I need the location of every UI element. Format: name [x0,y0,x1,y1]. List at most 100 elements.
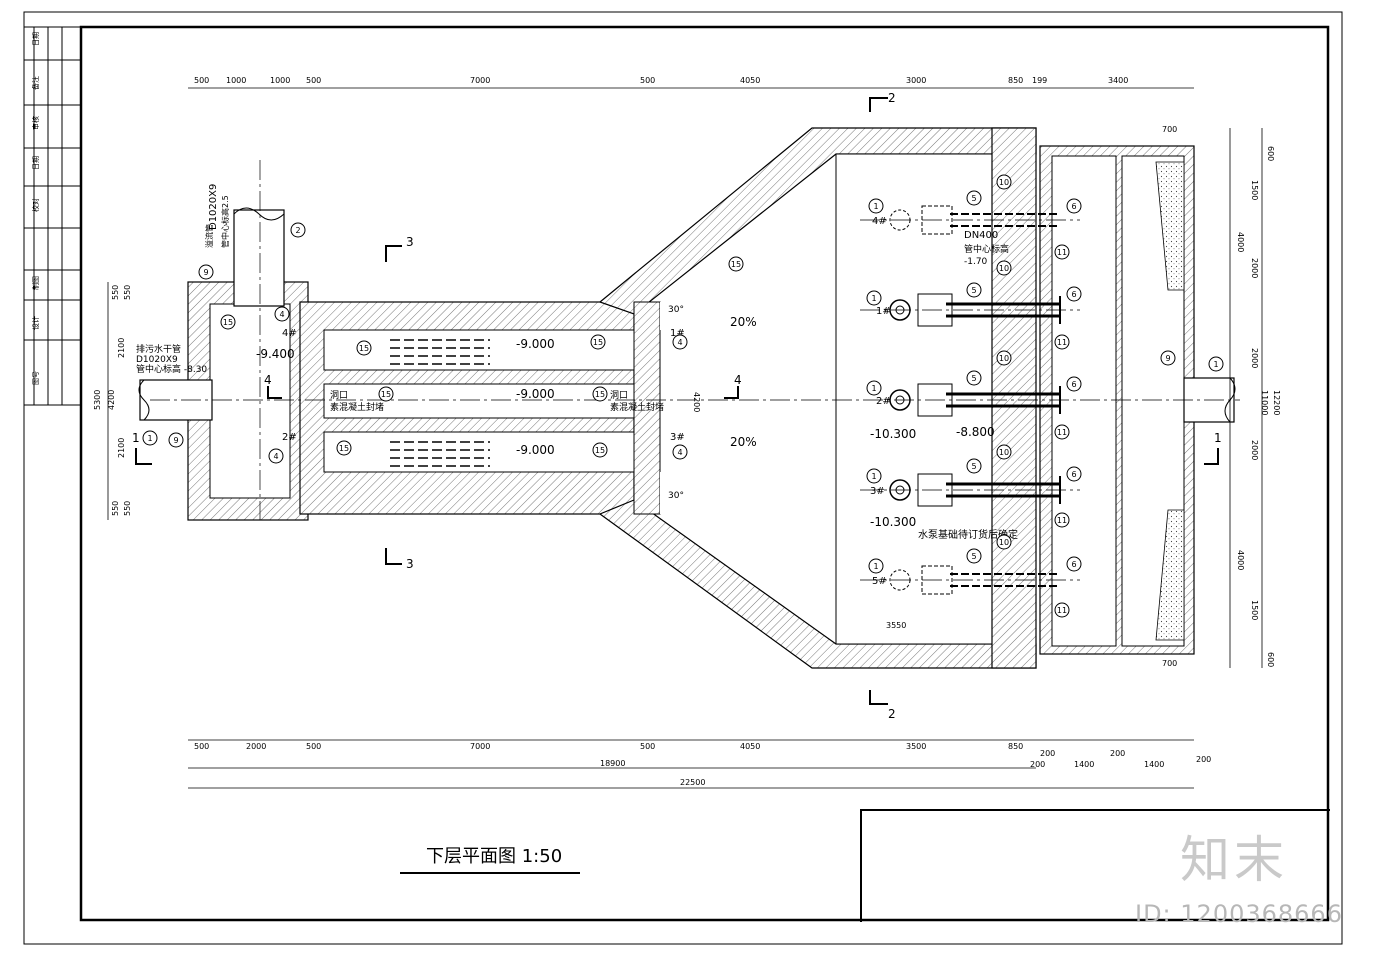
svg-text:11: 11 [1057,428,1067,437]
sidebar-text: 审核 [31,116,40,130]
dim-top: 7000 [470,76,490,85]
svg-text:10: 10 [999,354,1009,363]
dim-left: 2100 [117,438,126,458]
svg-text:15: 15 [223,318,233,327]
svg-text:4: 4 [677,448,682,457]
section-number: 2 [888,91,896,105]
svg-text:11: 11 [1057,248,1067,257]
svg-text:1: 1 [871,384,876,393]
callout-tag: 11 [1054,602,1070,618]
dim-left: 4200 [107,390,116,410]
screen-grates [390,339,490,467]
dim-right-bottom: 700 [1162,659,1177,668]
callout-tag: 5 [966,370,982,386]
callout-tag: 10 [996,260,1012,276]
callout-tag: 11 [1054,512,1070,528]
callout-tag: 9 [168,432,184,448]
gate-label: 1# [670,328,685,339]
callout-tag: 15 [378,386,394,402]
callout-tag: 1 [866,380,882,396]
slope-label: 20% [730,435,757,449]
callout-tag: 5 [966,190,982,206]
dim-bottom-small: 200 [1040,749,1055,758]
dim-bottom: 2000 [246,742,266,751]
gate-label: 2# [282,432,297,443]
dim-right: 600 [1266,652,1275,667]
elevation-label: -9.000 [516,387,555,401]
dim-left: 550 [123,285,132,300]
elevation-label: -8.800 [956,425,995,439]
callout-tag: 4 [268,448,284,464]
callout-tag: 15 [728,256,744,272]
svg-text:6: 6 [1071,560,1076,569]
section-number: 3 [406,235,414,249]
svg-text:5: 5 [971,194,976,203]
callout-tag: 1 [866,290,882,306]
sidebar-text: 日期 [32,156,40,170]
pump-label: 5# [872,576,887,587]
callout-tag: 6 [1066,466,1082,482]
dim-total-left: 18900 [600,759,625,768]
svg-text:11: 11 [1057,606,1067,615]
dim-bottom-small: 1400 [1144,760,1164,769]
callout-tag: 10 [996,174,1012,190]
svg-text:1: 1 [871,472,876,481]
dim-bottom: 500 [306,742,321,751]
callout-tag: 15 [590,334,606,350]
svg-text:1: 1 [1213,360,1218,369]
dim-bottom: 3500 [906,742,926,751]
svg-text:15: 15 [593,338,603,347]
dim-top: 3000 [906,76,926,85]
left-sidebar [24,26,81,406]
dim-top: 1000 [270,76,290,85]
svg-text:6: 6 [1071,290,1076,299]
callout-tag: 1 [866,468,882,484]
dim-right: 1500 [1250,180,1259,200]
callout-tag: 9 [1160,350,1176,366]
dim-top: 850 [1008,76,1023,85]
callout-tag: 9 [198,264,214,280]
sidebar-text: 图号 [32,371,40,385]
dim-right-mid: 12200 [1272,390,1281,415]
pump-label: 2# [876,396,891,407]
callout-tag: 4 [672,444,688,460]
elevation-label: -10.300 [870,427,916,441]
svg-text:15: 15 [359,344,369,353]
svg-text:15: 15 [381,390,391,399]
svg-text:4: 4 [273,452,278,461]
svg-text:4: 4 [279,310,284,319]
callout-tag: 15 [592,386,608,402]
sheet-border-outer [23,11,1343,945]
dim-top: 3400 [1108,76,1128,85]
dim-bottom: 7000 [470,742,490,751]
section-number: 1 [1214,431,1222,445]
opening-label: 洞口 [330,390,348,401]
callout-tag: 15 [220,314,236,330]
sheet-border-inner [79,25,1330,922]
dim-right: 2000 [1250,348,1259,368]
section-markers [135,97,1219,705]
callout-tag: 15 [356,340,372,356]
callout-tag: 10 [996,350,1012,366]
svg-text:10: 10 [999,538,1009,547]
dim-right-mid: 4000 [1236,550,1245,570]
elevation-label: -9.400 [256,347,295,361]
sidebar-text: 校对 [31,198,40,212]
svg-text:10: 10 [999,264,1009,273]
callout-tag: 2 [290,222,306,238]
callout-tag: 6 [1066,286,1082,302]
svg-text:11: 11 [1057,516,1067,525]
dim-bottom-small: 200 [1030,760,1045,769]
dim-top: 500 [640,76,655,85]
dim-top: 1000 [226,76,246,85]
svg-text:15: 15 [595,446,605,455]
pump-label: 3# [870,486,885,497]
dim-bottom: 4050 [740,742,760,751]
callout-tag: 10 [996,534,1012,550]
brand-logo: 知末 [1180,831,1288,889]
svg-text:2: 2 [295,226,300,235]
inlet-pipe-note: 溢流管 [204,224,214,248]
callout-tag: 5 [966,458,982,474]
pump-base-note: 水泵基础待订货后确定 [918,528,1018,541]
gate-label: 4# [282,328,297,339]
